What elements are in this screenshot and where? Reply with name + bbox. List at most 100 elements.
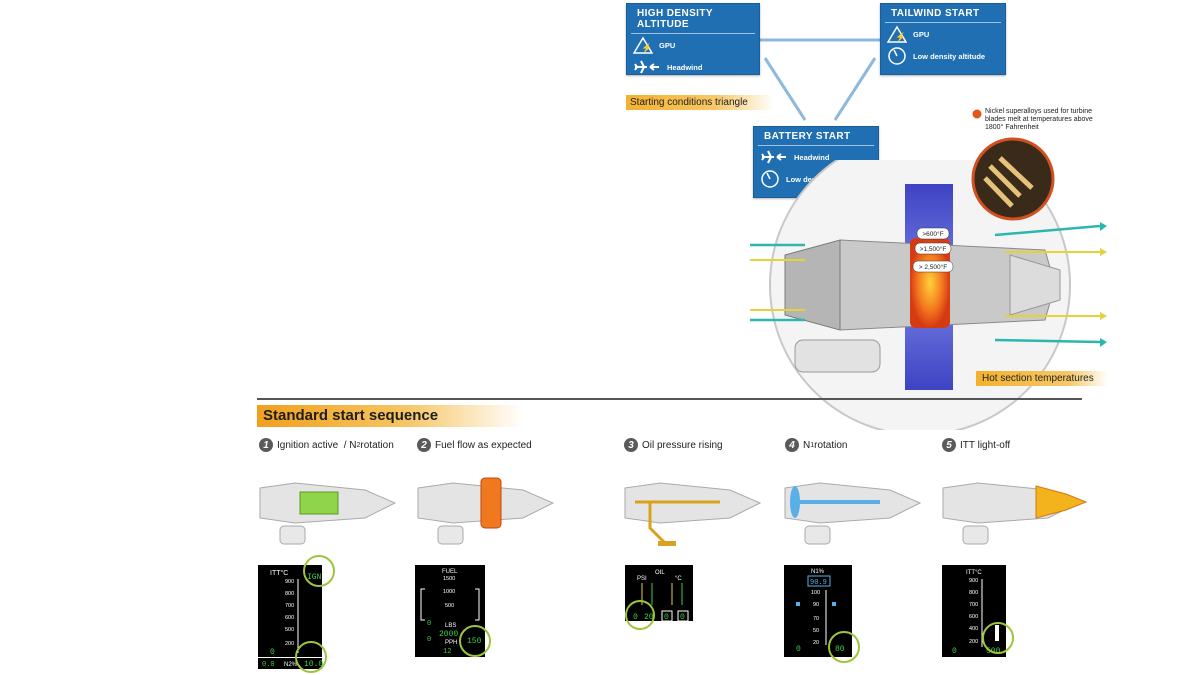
svg-text:N2%: N2%: [284, 662, 298, 668]
svg-text:50: 50: [813, 628, 819, 634]
svg-text:800: 800: [969, 590, 978, 596]
svg-text:FUEL: FUEL: [442, 569, 458, 575]
battery-title: BATTERY START: [758, 127, 874, 146]
step-2-label: 2 Fuel flow as expected: [417, 438, 532, 452]
svg-text:⚡: ⚡: [641, 42, 652, 54]
svg-text:90.9: 90.9: [810, 579, 827, 587]
temp-600: >600°F: [922, 230, 943, 238]
section-divider: [257, 398, 1082, 400]
svg-text:90: 90: [813, 602, 819, 608]
high-density-row2: Headwind: [667, 62, 703, 72]
engine-step-1: [259, 482, 397, 545]
svg-text:0: 0: [427, 636, 431, 644]
step-4-number: 4: [785, 438, 799, 452]
high-density-title: HIGH DENSITY ALTITUDE: [631, 4, 755, 34]
n2-highlight-circle: [295, 641, 327, 673]
n2-value: 10.0: [304, 660, 323, 669]
step-3-label: 3 Oil pressure rising: [624, 438, 723, 452]
temp-1500: >1,500°F: [920, 245, 947, 253]
tailwind-row2: Low density altitude: [913, 51, 986, 61]
fuel-flow-value: 150: [467, 637, 482, 646]
svg-text:900: 900: [969, 578, 978, 584]
svg-text:LBS: LBS: [445, 623, 456, 629]
svg-text:700: 700: [969, 602, 978, 608]
tailwind-row1: GPU: [913, 29, 930, 39]
svg-text:900: 900: [285, 579, 294, 585]
airplane-headwind-icon: [761, 150, 786, 164]
svg-text:200: 200: [285, 641, 294, 647]
step-2-number: 2: [417, 438, 431, 452]
warning-triangle-icon: ⚡: [887, 25, 907, 43]
engine-step-2: [417, 477, 555, 545]
ign-indicator: IGN: [307, 573, 322, 582]
step-5-label: 5 ITT light-off: [942, 438, 1010, 452]
svg-text:800: 800: [285, 591, 294, 597]
note-bullet-icon: [972, 109, 982, 119]
start-sequence-title: Standard start sequence: [257, 405, 523, 427]
ign-highlight-circle: [303, 555, 335, 587]
svg-text:200: 200: [969, 639, 978, 645]
temperature-labels: >600°F >1,500°F > 2,500°F: [912, 227, 954, 273]
oil-display: OIL PSI °C 0 20 0 0: [625, 565, 693, 630]
engine-step-3: [624, 482, 762, 546]
svg-text:70: 70: [813, 616, 819, 622]
svg-text:100: 100: [811, 590, 820, 596]
triangle-label: Starting conditions triangle: [626, 95, 774, 110]
svg-text:0: 0: [270, 648, 275, 657]
tailwind-title: TAILWIND START: [885, 4, 1001, 23]
svg-text:⚡: ⚡: [895, 31, 906, 43]
svg-text:500: 500: [445, 603, 454, 609]
svg-text:ITT°C: ITT°C: [966, 570, 982, 576]
svg-text:20: 20: [813, 640, 819, 646]
airplane-headwind-icon: [634, 60, 659, 74]
n1-value: 80: [835, 645, 845, 654]
battery-row1: Headwind: [794, 152, 830, 162]
svg-text:1500: 1500: [443, 576, 455, 582]
hot-section-label: Hot section temperatures: [976, 371, 1108, 386]
svg-text:1000: 1000: [443, 589, 455, 595]
engine-step-4: [784, 482, 922, 545]
oil-pressure-value: 20: [644, 613, 654, 622]
svg-text:ITT°C: ITT°C: [270, 569, 288, 577]
fuel-display: FUEL 1500 1000 500 0 LBS 0 2000 PPH 12 1…: [415, 565, 491, 657]
svg-text:PSI: PSI: [637, 576, 647, 582]
itt-display: ITT°C 900 800 700 600 400 200 0 500: [942, 565, 1014, 657]
itt-highlight-circle: [982, 622, 1014, 654]
svg-text:0: 0: [427, 620, 431, 628]
svg-text:0: 0: [680, 613, 685, 622]
step-5-number: 5: [942, 438, 956, 452]
svg-text:N1%: N1%: [811, 569, 825, 575]
itt-n2-display: ITT°C IGN 900 800 700 600 500 200 0 0.0 …: [258, 555, 335, 673]
engine-cutaway-illustration: >600°F >1,500°F > 2,500°F: [750, 160, 1107, 430]
svg-text:400: 400: [969, 626, 978, 632]
svg-text:500: 500: [285, 627, 294, 633]
n1-highlight-circle: [828, 631, 860, 663]
temp-2500: > 2,500°F: [919, 263, 947, 271]
svg-text:12: 12: [443, 648, 451, 656]
altimeter-icon: [888, 47, 906, 65]
warning-triangle-icon: ⚡: [633, 36, 653, 54]
high-density-row1: GPU: [659, 40, 676, 50]
step-1-number: 1: [259, 438, 273, 452]
svg-text:0: 0: [952, 647, 957, 656]
svg-text:0.0: 0.0: [262, 661, 275, 669]
svg-text:0: 0: [633, 613, 638, 622]
superalloy-note: Nickel superalloys used for turbine blad…: [985, 108, 1093, 131]
fuel-highlight-circle: [459, 625, 491, 657]
svg-text:°C: °C: [675, 576, 682, 582]
turbine-blade-inset: [971, 137, 1055, 221]
svg-text:700: 700: [285, 603, 294, 609]
engine-step-5: [942, 482, 1088, 545]
svg-text:OIL: OIL: [655, 570, 665, 576]
n1-display: N1% 90.9 100 90 70 50 20 0 80: [784, 565, 860, 663]
tailwind-start-box: TAILWIND START ⚡ GPU Low density altitud…: [880, 3, 1006, 75]
svg-text:0: 0: [796, 645, 801, 654]
svg-text:2000: 2000: [439, 630, 458, 639]
oil-highlight-circle: [625, 600, 655, 630]
svg-text:PPH: PPH: [445, 640, 457, 646]
step-3-number: 3: [624, 438, 638, 452]
svg-text:600: 600: [285, 615, 294, 621]
svg-text:600: 600: [969, 614, 978, 620]
